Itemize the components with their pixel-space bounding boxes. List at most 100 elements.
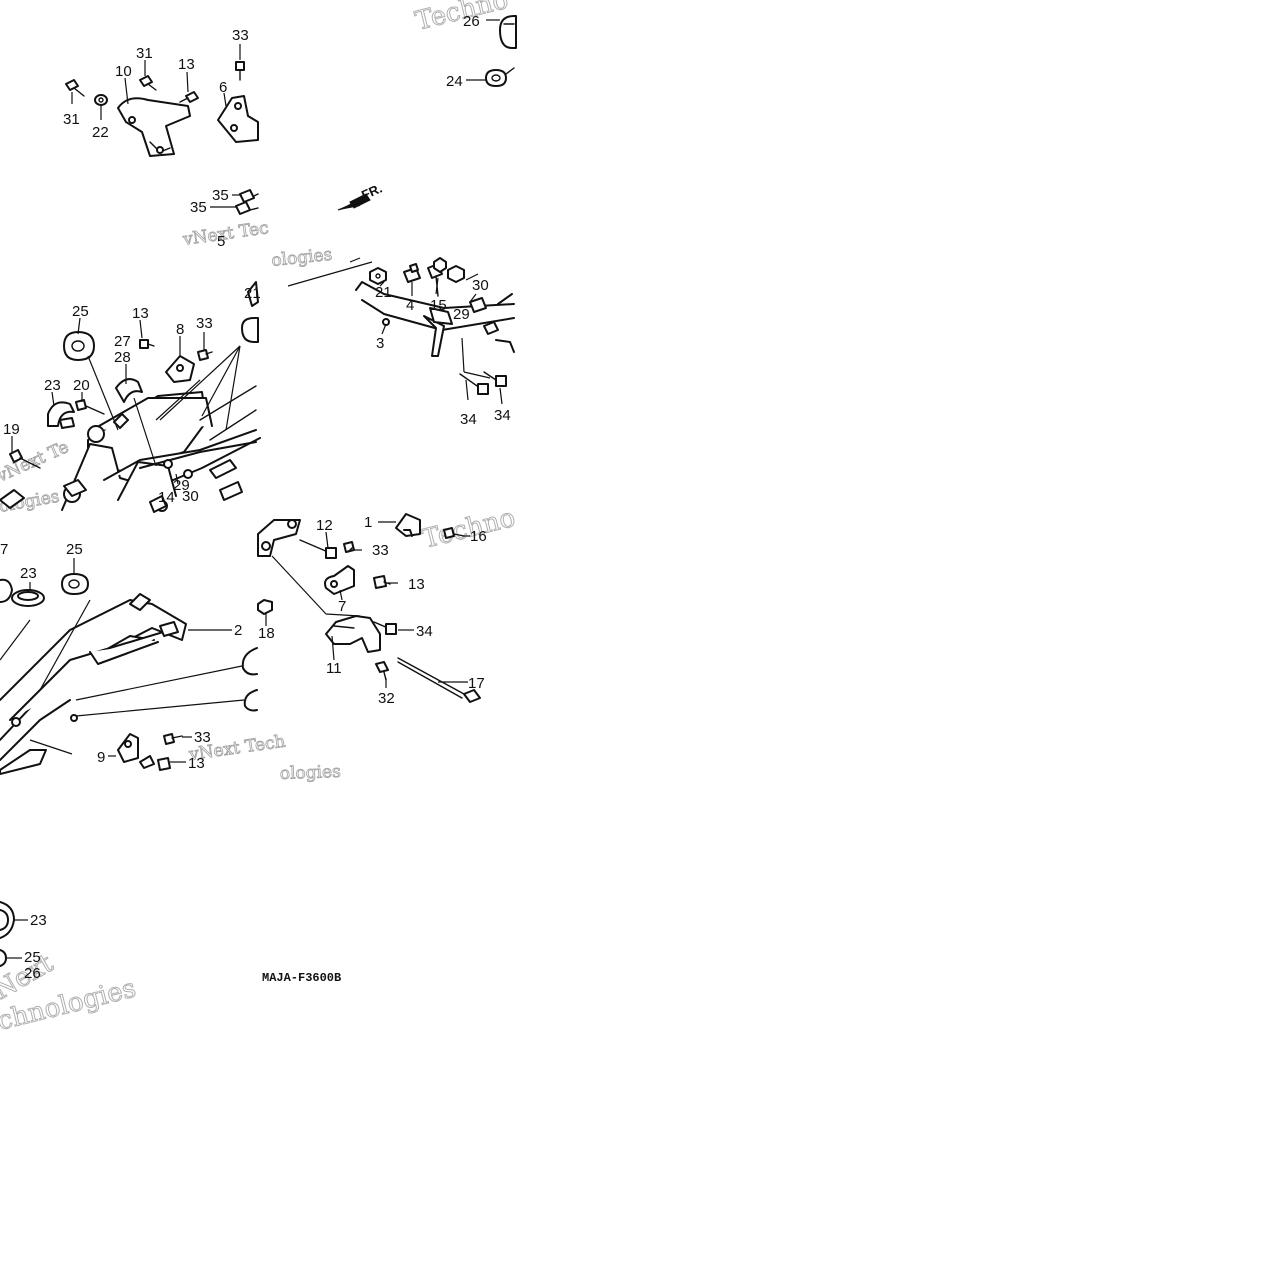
- callout-23: 23: [30, 912, 47, 929]
- watermark-layer: Techno vNext Tec ologies Techno vNext Te…: [0, 0, 519, 1037]
- callout-24: 24: [446, 73, 463, 90]
- bolt-13-icon: [179, 91, 199, 103]
- callout-13: 13: [188, 755, 205, 772]
- bracket-6-icon: [217, 95, 259, 143]
- callout-32: 32: [378, 690, 395, 707]
- tile-middle-left: [0, 281, 261, 513]
- callout-34: 34: [416, 623, 433, 640]
- tile-bottom-left: [0, 901, 28, 967]
- callout-12: 12: [316, 517, 333, 534]
- callout-5: 5: [217, 233, 225, 250]
- bracket-9-icon: [117, 733, 139, 763]
- callout-1: 1: [364, 514, 372, 531]
- callout-4: 4: [406, 297, 414, 314]
- front-direction-label: FR.: [359, 181, 384, 203]
- callout-16: 16: [470, 528, 487, 545]
- callout-14: 14: [158, 489, 175, 506]
- diagram-code: MAJA-F3600B: [262, 971, 341, 985]
- callout-25: 25: [66, 541, 83, 558]
- callout-34: 34: [460, 411, 477, 428]
- bolt-13-icon: [139, 339, 155, 349]
- callout-31: 31: [63, 111, 80, 128]
- callout-3: 3: [376, 335, 384, 352]
- callout-22: 22: [92, 124, 109, 141]
- long-bolt-17-icon: [397, 657, 481, 703]
- damper-23-icon: [0, 901, 15, 939]
- bolt-33-icon: [235, 61, 245, 81]
- damper-23-icon: [47, 401, 75, 429]
- callout-layer: 26 24 31 33 10 13 6 31 22 35 35 5 21 4 1…: [0, 13, 511, 982]
- bolt-13-icon: [139, 755, 171, 771]
- watermark-text: vNext Tec: [181, 218, 270, 250]
- callout-30: 30: [472, 277, 489, 294]
- callout-33: 33: [232, 27, 249, 44]
- tile-top-right: FR.: [337, 15, 517, 211]
- tile-lower-left: [0, 558, 258, 775]
- callout-8: 8: [176, 321, 184, 338]
- bolt-35-icon: [235, 189, 259, 215]
- callout-17: 17: [468, 675, 485, 692]
- callout-29: 29: [453, 306, 470, 323]
- nut-18-icon: [257, 599, 273, 615]
- watermark-text: vNext Te: [0, 437, 72, 487]
- callout-15: 15: [430, 297, 447, 314]
- bolt-31-icon: [139, 75, 157, 91]
- mount-26-icon: [499, 15, 517, 49]
- bracket-7-icon: [324, 565, 355, 595]
- mount-25-icon: [61, 573, 89, 595]
- callout-23: 23: [44, 377, 61, 394]
- nut-icon: [433, 257, 447, 273]
- nut-22-icon: [94, 94, 108, 106]
- mount-25-icon: [63, 331, 95, 361]
- callout-31: 31: [136, 45, 153, 62]
- tile-lower-right: [257, 513, 481, 703]
- bracket-8-icon: [165, 355, 195, 383]
- callout-25: 25: [24, 949, 41, 966]
- callout-25: 25: [72, 303, 89, 320]
- nut-30-icon: [447, 265, 465, 283]
- bolt-12-icon: [299, 539, 337, 559]
- callout-21: 21: [244, 285, 261, 302]
- callout-35: 35: [212, 187, 229, 204]
- bolt-31-icon: [65, 79, 85, 97]
- bolt-34-icon: [459, 371, 507, 395]
- callout-27: 27: [114, 333, 131, 350]
- callout-20: 20: [73, 377, 90, 394]
- bolt-13-icon: [373, 575, 391, 589]
- callout-9: 9: [97, 749, 105, 766]
- nut-21-icon: [369, 267, 387, 285]
- callout-34: 34: [494, 407, 511, 424]
- bolt-33-icon: [197, 349, 213, 361]
- watermark-text: ologies: [279, 762, 341, 784]
- callout-13: 13: [132, 305, 149, 322]
- tile-middle-right: [287, 257, 515, 405]
- callout-7: 7: [0, 541, 8, 558]
- callout-33: 33: [196, 315, 213, 332]
- callout-13: 13: [408, 576, 425, 593]
- watermark-text: Techno: [412, 0, 511, 37]
- watermark-text: ologies: [270, 245, 333, 271]
- bracket-1-icon: [395, 513, 421, 537]
- callout-33: 33: [194, 729, 211, 746]
- bolt-33-icon: [343, 541, 355, 553]
- bracket-11-icon: [325, 615, 381, 653]
- callout-33: 33: [372, 542, 389, 559]
- bolt-34-icon: [373, 621, 397, 635]
- collar-29-icon: [469, 297, 487, 313]
- main-frame-icon: [61, 385, 261, 512]
- front-direction-arrow-icon: [337, 193, 371, 211]
- callout-21: 21: [375, 284, 392, 301]
- bolt-19-icon: [9, 449, 41, 469]
- callout-2: 2: [234, 622, 242, 639]
- watermark-text: Techno: [419, 503, 518, 555]
- callout-23: 23: [20, 565, 37, 582]
- callout-35: 35: [190, 199, 207, 216]
- callout-26: 26: [463, 13, 480, 30]
- callout-26: 26: [24, 965, 41, 982]
- collar-4-icon: [403, 263, 421, 283]
- callout-10: 10: [115, 63, 132, 80]
- damper-28-icon: [115, 378, 143, 403]
- clamp-24-icon: [485, 67, 515, 87]
- callout-30: 30: [182, 488, 199, 505]
